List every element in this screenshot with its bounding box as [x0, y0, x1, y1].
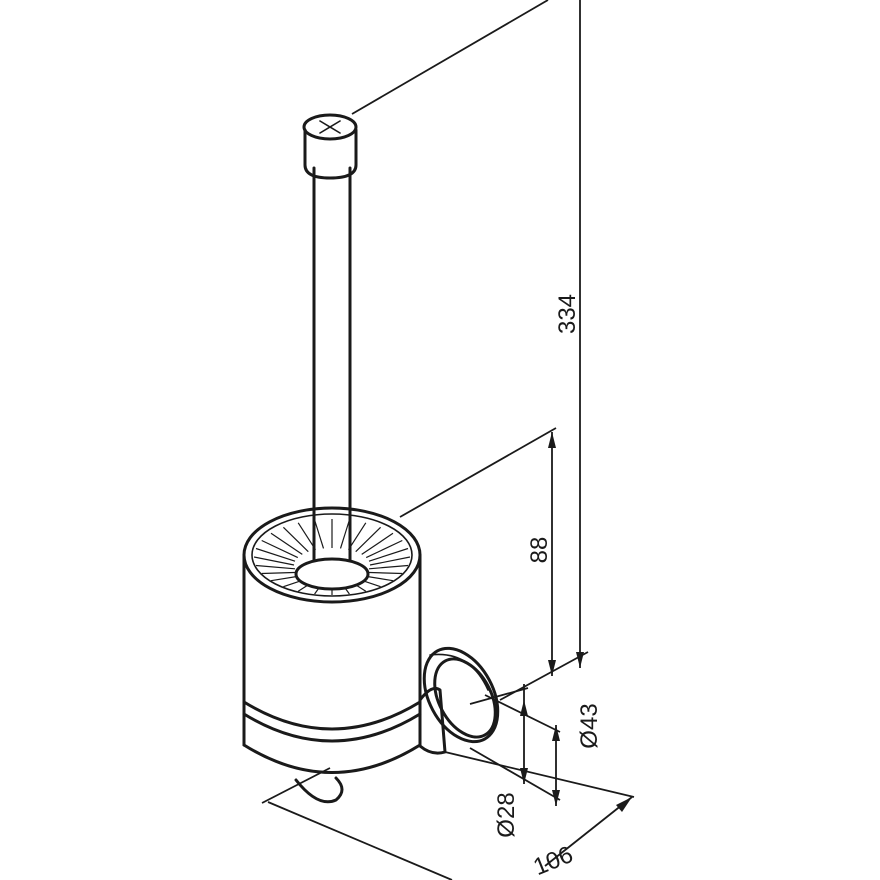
bristle-line	[366, 571, 403, 575]
bristle-pattern	[253, 519, 411, 595]
bristle-line	[282, 526, 309, 553]
ext-line-top	[351, 0, 549, 115]
ext-line-d28-top	[469, 687, 529, 705]
bristle-line	[270, 532, 303, 555]
bristle-line	[314, 519, 325, 549]
brush-handle	[302, 113, 358, 570]
bristle-line	[255, 547, 296, 562]
cup-band-lower	[242, 712, 422, 743]
dim-line-106-b	[544, 796, 633, 867]
ext-line-cup-top	[399, 427, 557, 518]
bristle-line	[339, 519, 350, 549]
arrow-d43-bottom	[552, 790, 560, 806]
bristle-line	[361, 532, 394, 555]
bristle-line	[347, 522, 367, 551]
mount-flange-inner	[433, 657, 497, 739]
holder-cup	[242, 506, 422, 804]
handle-cap	[303, 128, 358, 180]
arrow-334-bottom	[576, 652, 584, 668]
bristle-line	[297, 522, 317, 551]
arrow-d28-top	[520, 700, 528, 716]
label-d43: Ø43	[576, 703, 603, 748]
cup-foot	[294, 776, 344, 804]
label-334: 334	[554, 294, 581, 334]
bristle-line	[368, 564, 409, 570]
bristle-line	[368, 547, 409, 562]
bristle-line	[355, 526, 382, 553]
dim-diameters: Ø43 Ø28	[469, 684, 603, 838]
arrow-88-bottom	[548, 660, 556, 676]
arrow-d43-top	[552, 725, 560, 741]
arrow-106-right	[616, 797, 632, 812]
mount-flange-outer	[422, 646, 500, 744]
cup-inner-rim	[251, 513, 413, 597]
bristle-line	[261, 571, 298, 575]
bristle-line	[255, 564, 296, 570]
cup-center-ring	[294, 557, 370, 591]
ext-line-106-right	[444, 751, 635, 798]
label-88: 88	[526, 537, 553, 564]
ext-line-d43-bottom	[469, 747, 561, 801]
bristle-line	[253, 556, 295, 566]
cup-band-upper	[242, 700, 422, 731]
arrow-88-top	[548, 432, 556, 448]
label-d28: Ø28	[493, 792, 520, 837]
bristle-line	[365, 539, 403, 559]
cap-cross-2	[319, 120, 341, 134]
wall-mount	[418, 646, 500, 755]
bristle-line	[369, 556, 411, 566]
dim-line-106-a	[267, 801, 453, 880]
bristle-line	[261, 539, 299, 559]
dim-holder-height: 88	[399, 427, 557, 676]
mount-flange-edge	[429, 653, 489, 691]
cup-bottom	[242, 743, 422, 774]
ext-line-106-left	[261, 767, 331, 804]
handle-cap-top	[302, 113, 358, 141]
